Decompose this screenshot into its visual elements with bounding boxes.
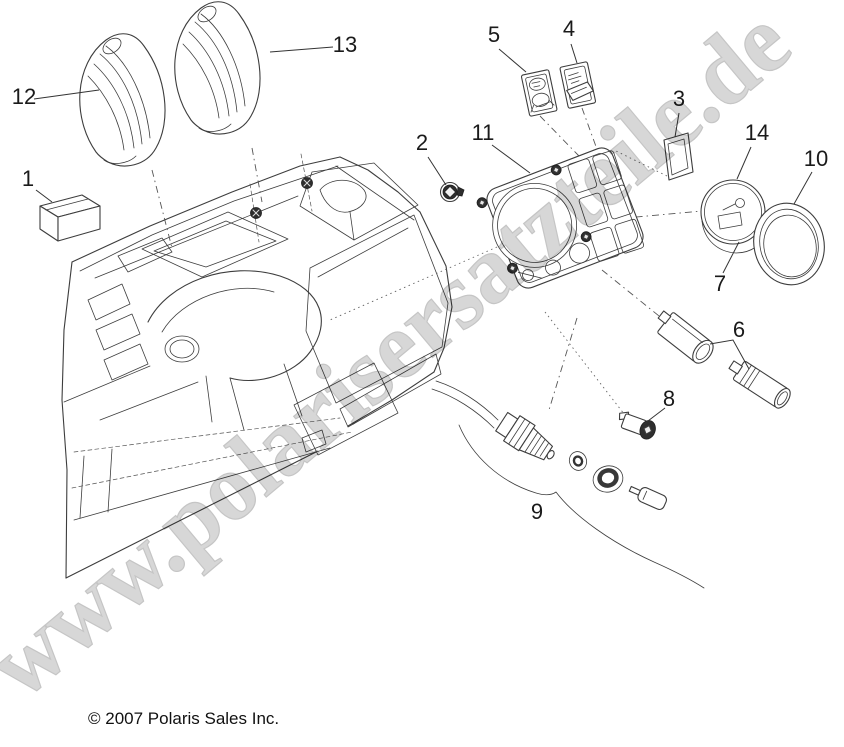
dash-screw-icon (249, 153, 313, 243)
part-1-box-drawing (39, 194, 101, 242)
callout-11: 11 (472, 120, 495, 145)
leader-lines (33, 43, 813, 425)
callout-7: 7 (714, 271, 726, 296)
part-11-cluster-panel-drawing (476, 147, 645, 289)
panel-screw-icon (476, 164, 592, 274)
callout-14: 14 (745, 120, 769, 145)
part-2-nut-drawing (439, 181, 465, 203)
part-8-fitting-drawing (618, 411, 656, 440)
callout-4: 4 (563, 16, 575, 41)
part-9-harness-drawing (431, 380, 705, 589)
callout-2: 2 (416, 130, 428, 155)
bracket-curve (458, 424, 705, 589)
callout-12: 12 (12, 84, 36, 109)
part-5-switch-drawing (520, 69, 558, 117)
part-13-handle-pad-drawing (174, 1, 261, 135)
part-3-plate-drawing (663, 132, 694, 181)
callout-labels: 1 2 3 4 5 6 7 8 9 10 11 12 13 14 (12, 16, 828, 524)
part-10-bezel-drawing (753, 202, 825, 286)
callout-8: 8 (663, 386, 675, 411)
callout-1: 1 (22, 166, 34, 191)
callout-5: 5 (488, 22, 500, 47)
callout-13: 13 (333, 32, 357, 57)
part-4-switch-drawing (559, 61, 597, 109)
switch-holes (567, 150, 645, 262)
part-12-handle-pad-drawing (79, 33, 166, 167)
part-6-outlet-drawing (657, 310, 791, 409)
dashboard-body-drawing (61, 153, 453, 579)
callout-10: 10 (804, 146, 828, 171)
callout-9: 9 (531, 499, 543, 524)
copyright-text: © 2007 Polaris Sales Inc. (88, 709, 279, 728)
callout-6: 6 (733, 317, 745, 342)
callout-3: 3 (673, 86, 685, 111)
